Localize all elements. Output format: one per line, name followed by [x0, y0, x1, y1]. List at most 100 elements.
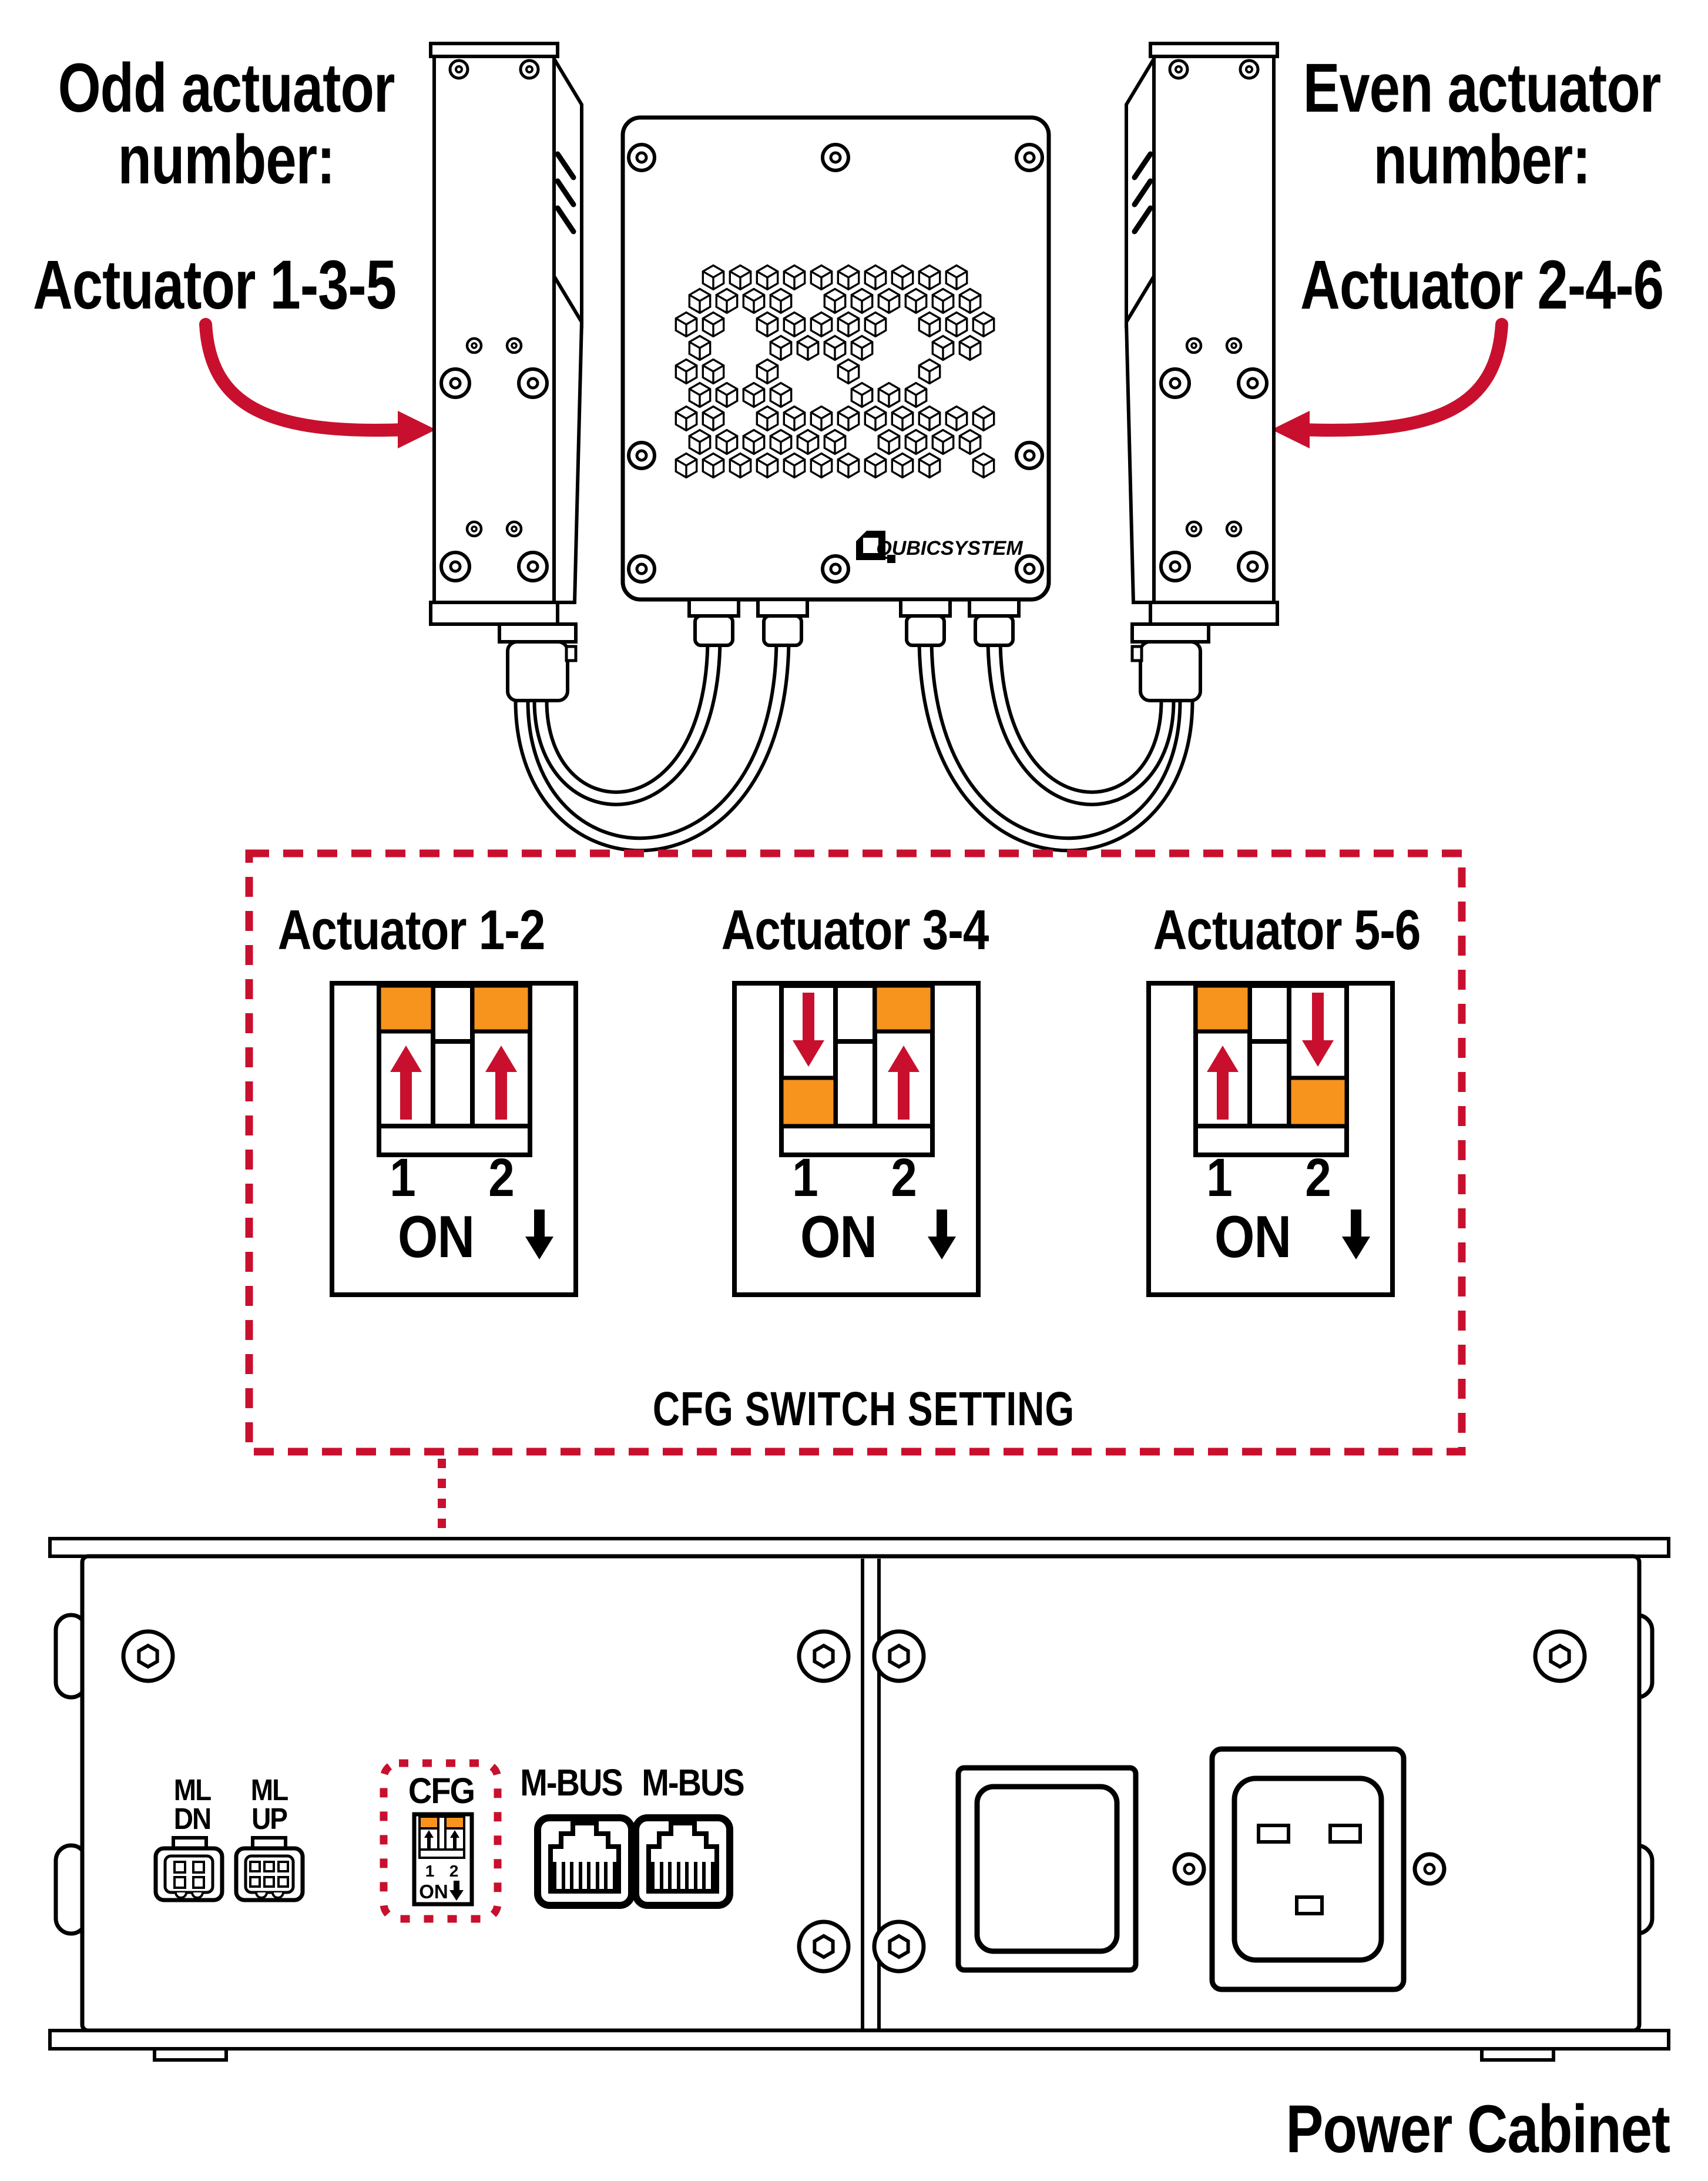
- up-arrow-icon: [424, 1830, 434, 1850]
- cable-glands: [687, 598, 1021, 647]
- switch-pin-label-2: 2: [488, 1148, 514, 1208]
- switch-knob-up: [1193, 983, 1252, 1034]
- hex-screw-icon: [874, 1631, 924, 1681]
- screw-icon: [1240, 61, 1258, 78]
- screw-icon: [507, 339, 521, 353]
- even-actuator-annotation: Even actuator number: Actuator 2-4-6: [1300, 49, 1664, 323]
- ml-up-label-line1: ML: [251, 1774, 288, 1807]
- screw-icon: [823, 145, 848, 170]
- screw-icon: [450, 61, 468, 78]
- switch-knob-down: [1287, 1076, 1349, 1128]
- screw-icon: [1239, 369, 1267, 397]
- switch-on-label: ON: [1214, 1204, 1291, 1270]
- screw-icon: [1175, 1854, 1204, 1884]
- cfg-dip-switch: CFG 1 2 ON: [380, 1759, 502, 1923]
- cfg-switch-setting-panel: Actuator 1-2 Actuator 3-4 Actuator 5-6 1…: [245, 849, 1466, 1456]
- red-up-arrow-icon: [1207, 1046, 1239, 1120]
- red-curved-arrow-right-icon: [1271, 318, 1508, 448]
- right-actuator-bracket: [1124, 42, 1279, 626]
- hex-screw-icon: [1535, 1631, 1585, 1681]
- screw-icon: [1415, 1854, 1444, 1884]
- dip-knob-up: [418, 1815, 439, 1830]
- hex-screw-icon: [123, 1631, 173, 1681]
- dashed-red-border: [245, 849, 1466, 1456]
- dotted-red-highlight-border: [380, 1759, 502, 1923]
- ml-up-connector: ML UP: [234, 1774, 305, 1902]
- switch-title-2: Actuator 3-4: [722, 898, 989, 961]
- actuator-cables: [514, 637, 1194, 853]
- cabinet-foot: [153, 2047, 228, 2062]
- red-down-arrow-icon: [793, 993, 824, 1067]
- rj45-jack-icon: [636, 1818, 730, 1905]
- even-actuator-line1: Even actuator: [1303, 49, 1661, 126]
- switch-knob-down: [779, 1076, 838, 1128]
- switch-pin-label-1: 1: [390, 1148, 415, 1208]
- screw-icon: [1170, 61, 1187, 78]
- screw-icon: [1161, 552, 1189, 581]
- screw-icon: [519, 552, 547, 581]
- hex-screw-icon: [799, 1631, 848, 1681]
- rj45-jack-icon: [538, 1818, 632, 1905]
- vent-slots-icon: [555, 151, 576, 234]
- control-box: QUBICSYSTEM: [620, 115, 1051, 602]
- switch-title-1: Actuator 1-2: [278, 898, 545, 961]
- mbus-port-2: M-BUS: [636, 1761, 745, 1905]
- down-arrow-icon: [449, 1881, 464, 1901]
- vent-slots-icon: [1132, 151, 1153, 234]
- screw-icon: [1161, 369, 1189, 397]
- qubicsystem-logo: QUBICSYSTEM: [856, 531, 1023, 563]
- switch-pin-label-1: 1: [1206, 1148, 1231, 1208]
- down-arrow-icon: [525, 1210, 553, 1259]
- screw-icon: [1016, 556, 1042, 582]
- mbus-label-2: M-BUS: [642, 1761, 743, 1804]
- screw-icon: [1187, 522, 1201, 536]
- screw-icon: [1227, 522, 1241, 536]
- left-actuator-bracket: [429, 42, 584, 626]
- screw-icon: [629, 443, 655, 468]
- down-arrow-icon: [1342, 1210, 1370, 1259]
- screw-icon: [629, 556, 655, 582]
- dip-knob-up: [444, 1815, 465, 1830]
- switch-knob-up: [470, 983, 532, 1034]
- screw-icon: [467, 339, 481, 353]
- red-up-arrow-icon: [888, 1046, 920, 1120]
- odd-actuator-annotation: Odd actuator number: Actuator 1-3-5: [33, 49, 397, 323]
- switch-pin-label-2: 2: [891, 1148, 916, 1208]
- screw-icon: [629, 145, 655, 170]
- red-down-arrow-icon: [1302, 993, 1334, 1067]
- red-curved-arrow-left-icon: [199, 318, 436, 448]
- cabinet-bottom-rail: [48, 2029, 1670, 2051]
- screw-icon: [823, 556, 848, 582]
- dip-switch-figure-1: 1 2ON: [330, 981, 578, 1297]
- ml-dn-label-line1: ML: [174, 1774, 212, 1807]
- screw-icon: [441, 369, 469, 397]
- screw-icon: [1016, 443, 1042, 468]
- ml-dn-connector: ML DN: [153, 1774, 224, 1902]
- hex-screw-icon: [799, 1922, 848, 1971]
- screw-icon: [519, 369, 547, 397]
- power-cabinet: ML DN ML UP: [48, 1537, 1671, 2167]
- cfg-on-label: ON: [419, 1881, 448, 1902]
- panel-caption: CFG SWITCH SETTING: [653, 1381, 1075, 1435]
- switch-on-label: ON: [398, 1204, 474, 1270]
- switch-knob-up: [377, 983, 435, 1034]
- screw-icon: [441, 552, 469, 581]
- cfg-pin2-label: 2: [449, 1862, 458, 1880]
- mbus-port-1: M-BUS: [520, 1761, 632, 1905]
- logo-text: QUBICSYSTEM: [876, 537, 1023, 560]
- cfg-label: CFG: [408, 1771, 474, 1811]
- screw-icon: [507, 522, 521, 536]
- screw-icon: [467, 522, 481, 536]
- screw-icon: [1016, 145, 1042, 170]
- ml-up-label-line2: UP: [251, 1803, 287, 1836]
- screw-icon: [1187, 339, 1201, 353]
- mbus-label-1: M-BUS: [520, 1761, 622, 1804]
- up-arrow-icon: [450, 1830, 459, 1850]
- odd-actuator-sub: Actuator 1-3-5: [33, 246, 396, 323]
- hex-screw-icon: [874, 1922, 924, 1971]
- even-actuator-line2: number:: [1374, 121, 1590, 198]
